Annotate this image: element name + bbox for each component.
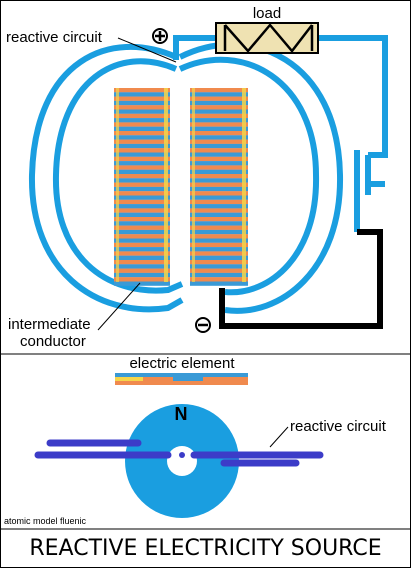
return-wire xyxy=(219,229,383,329)
coil-right xyxy=(190,88,248,286)
minus-terminal-icon xyxy=(195,317,211,333)
reactive-circuit-center-dot xyxy=(179,452,185,458)
load-label: load xyxy=(253,5,281,22)
reactive-circuit-label-top: reactive circuit xyxy=(6,29,103,46)
reactive-circuit-loops xyxy=(28,41,344,314)
reactive-circuit-leader-bottom xyxy=(269,426,289,448)
intermediate-conductor-label-line1: intermediate xyxy=(8,316,91,333)
magnet-disc xyxy=(125,404,239,518)
intermediate-conductor-leader xyxy=(97,282,141,331)
magnet-north-label: N xyxy=(175,404,188,424)
reactive-circuit-leader-top xyxy=(117,37,177,63)
plus-terminal-icon xyxy=(152,28,168,44)
load-resistor xyxy=(215,22,319,54)
credit-label: atomic model fluenic xyxy=(4,516,87,526)
electric-element-strip xyxy=(115,373,248,385)
circuit-wire xyxy=(173,35,388,232)
electric-element-label: electric element xyxy=(129,355,235,372)
reactive-circuit-label-bottom: reactive circuit xyxy=(290,418,387,435)
reactive-circuit-bars xyxy=(34,439,324,467)
coil-left xyxy=(114,88,170,286)
intermediate-conductor-label-line2: conductor xyxy=(20,333,86,350)
page-title: REACTIVE ELECTRICITY SOURCE xyxy=(29,536,382,561)
